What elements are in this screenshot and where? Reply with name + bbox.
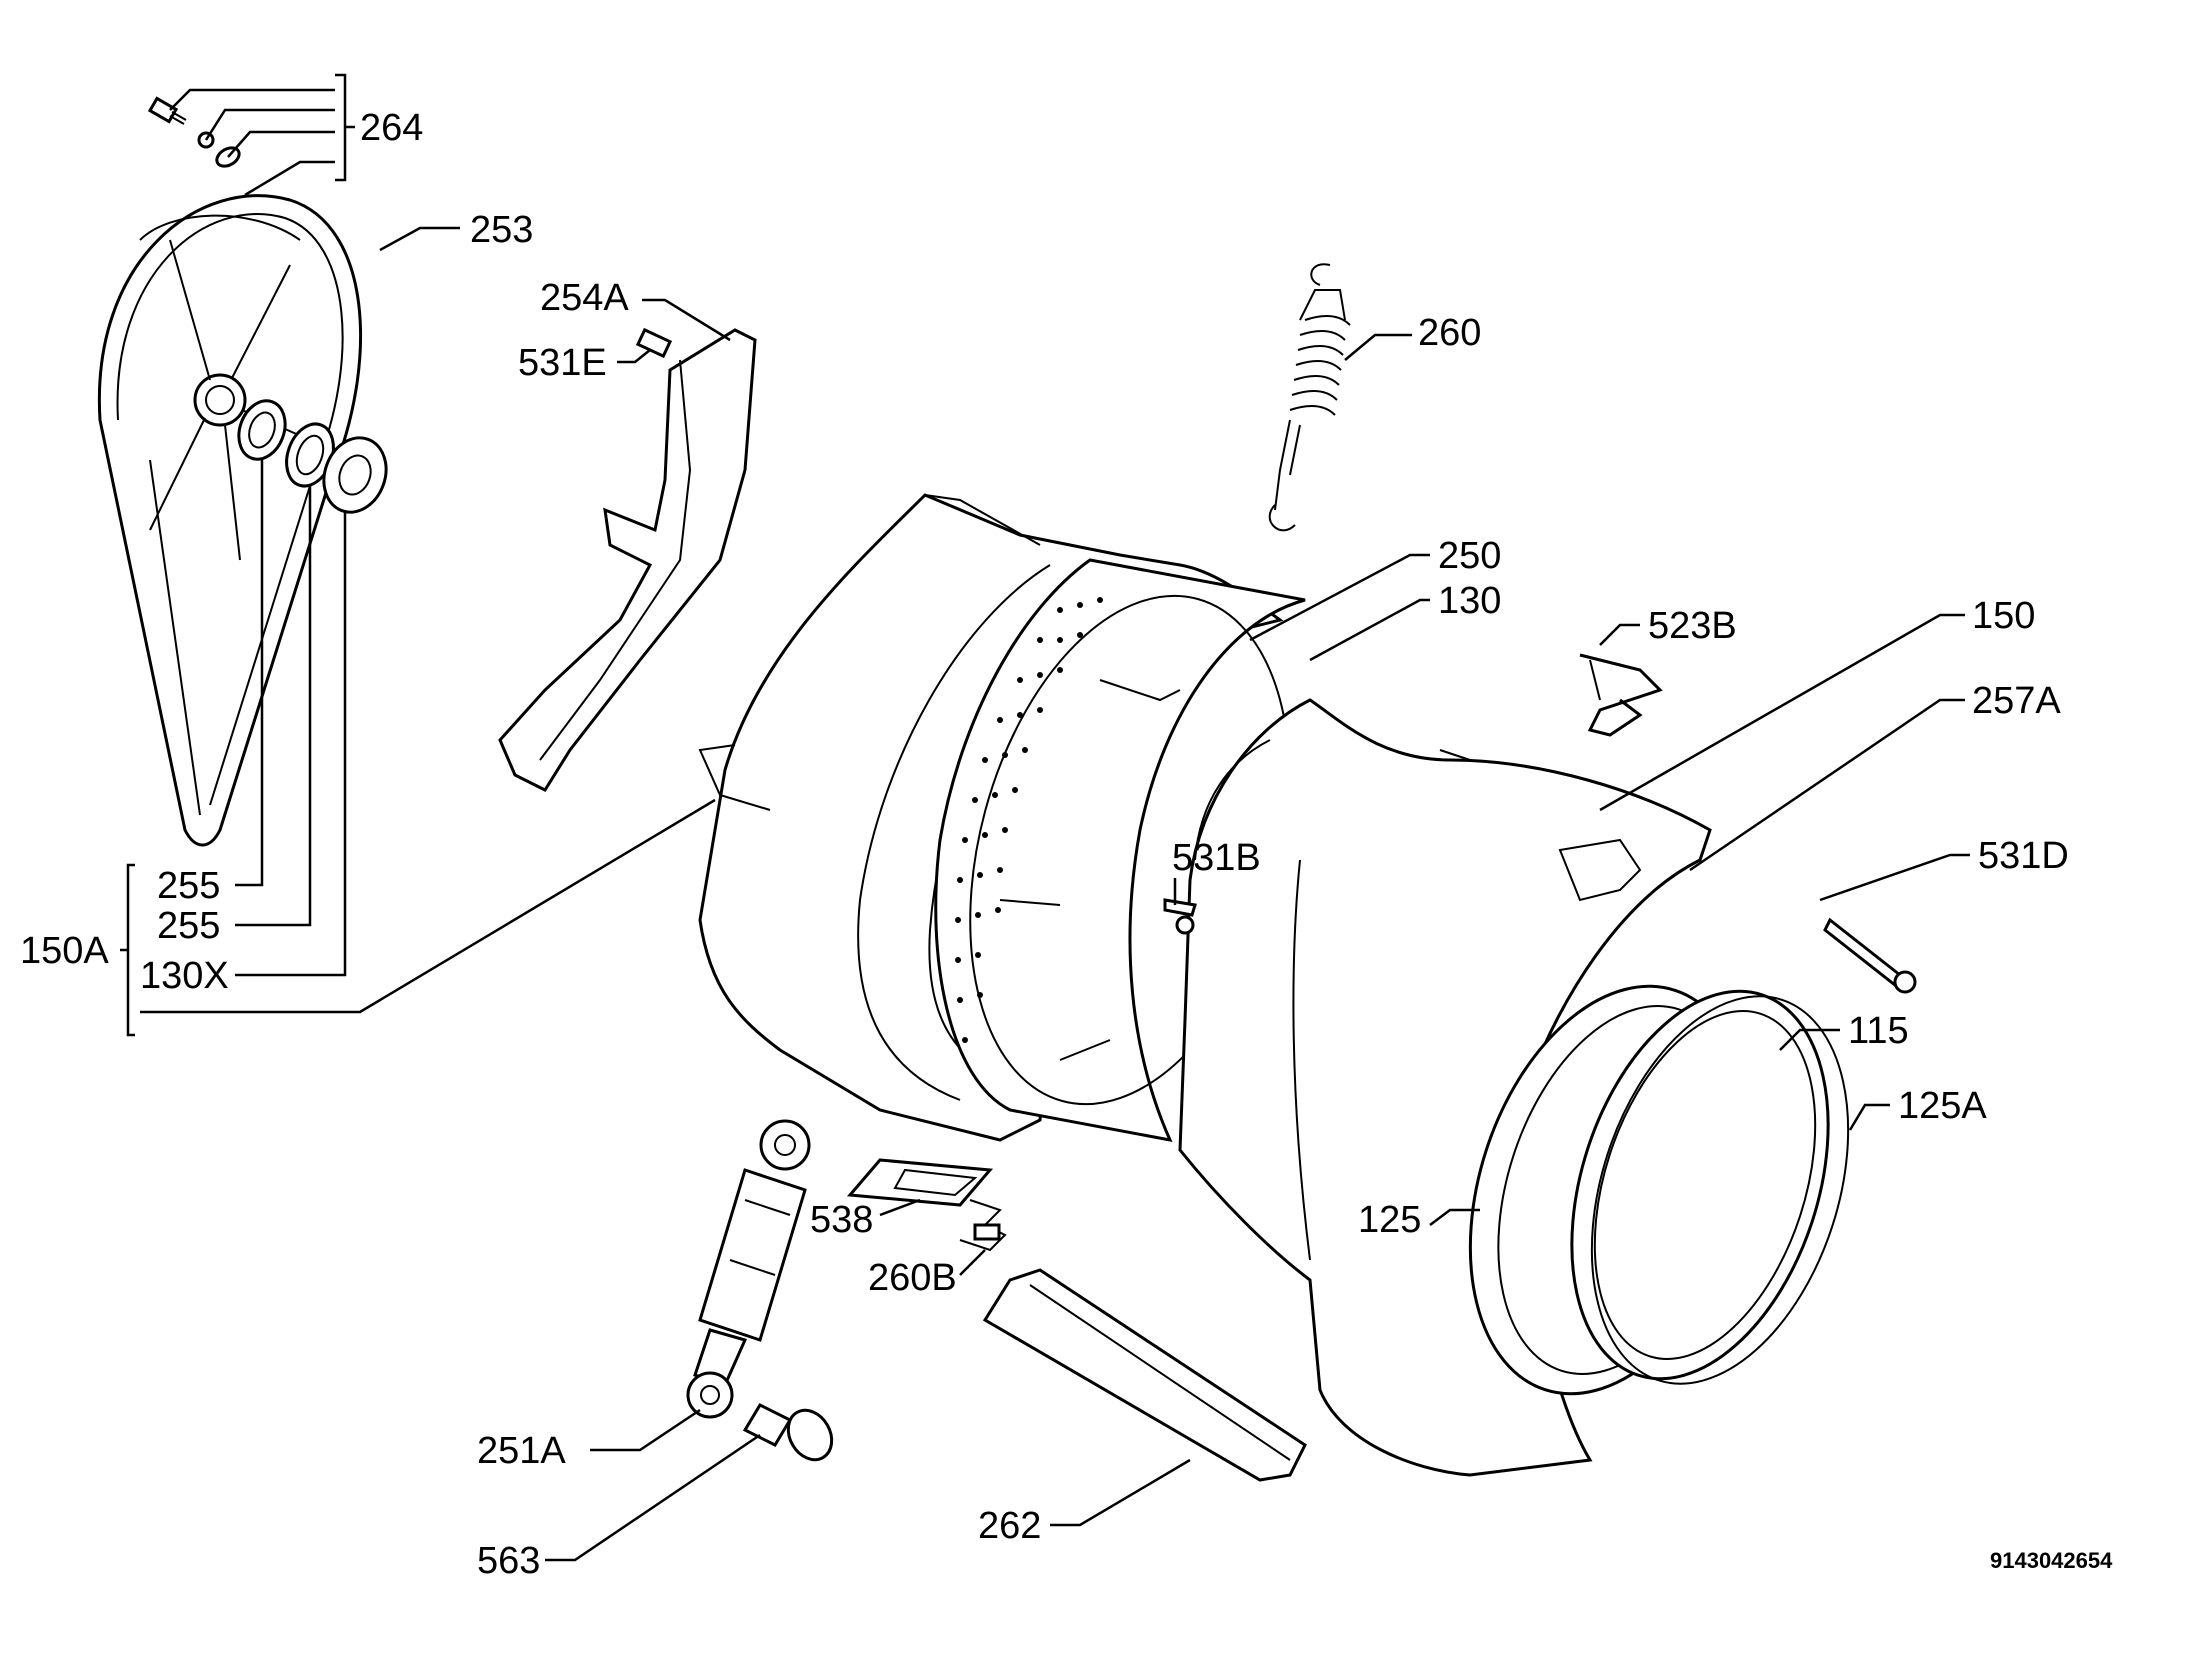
bracket-254A [498,327,757,792]
callout-251A: 251A [477,1430,566,1472]
callout-260B: 260B [868,1257,957,1299]
callout-257A: 257A [1972,680,2061,722]
shock-absorber-251A [686,1119,811,1419]
callout-115: 115 [1848,1010,1909,1052]
spring-260 [1268,263,1351,532]
leader-lines [120,73,1970,1562]
callout-253: 253 [470,209,533,251]
pad-538 [846,1158,994,1207]
drawing-code: 9143042654 [1990,1548,2113,1573]
callout-130: 130 [1438,580,1501,622]
callout-264: 264 [360,107,423,149]
callout-260: 260 [1418,312,1481,354]
strip-262 [982,1268,1307,1482]
front-tub-150 [1178,698,1712,1477]
callout-531D: 531D [1978,835,2069,877]
clip-260B [959,1199,1007,1252]
pin-563 [742,1403,834,1462]
callout-531B: 531B [1172,837,1261,879]
callout-125: 125 [1358,1199,1421,1241]
door-gasket-115 [1468,984,1850,1396]
screw-531B [1163,898,1197,935]
callout-531E: 531E [518,342,607,384]
callout-250: 250 [1438,535,1501,577]
drum-130 [934,558,1306,1143]
callout-538: 538 [810,1199,873,1241]
pulley-253 [97,194,363,847]
callout-254A: 254A [540,277,629,319]
callout-523B: 523B [1648,605,1737,647]
callout-563: 563 [477,1540,540,1582]
bearings-seal-set [237,399,388,514]
clip-523B [1579,653,1663,737]
bolt-531D [1823,917,1917,994]
callout-130X: 130X [140,955,229,997]
callout-150: 150 [1972,595,2035,637]
callout-labels: 264 253 254A 531E 260 250 130 523B 150 2… [20,107,2113,1582]
callout-125A: 125A [1898,1085,1987,1127]
callout-255-first: 255 [157,865,220,907]
callout-255-second: 255 [157,905,220,947]
callout-262: 262 [978,1505,1041,1547]
callout-150A: 150A [20,930,109,972]
